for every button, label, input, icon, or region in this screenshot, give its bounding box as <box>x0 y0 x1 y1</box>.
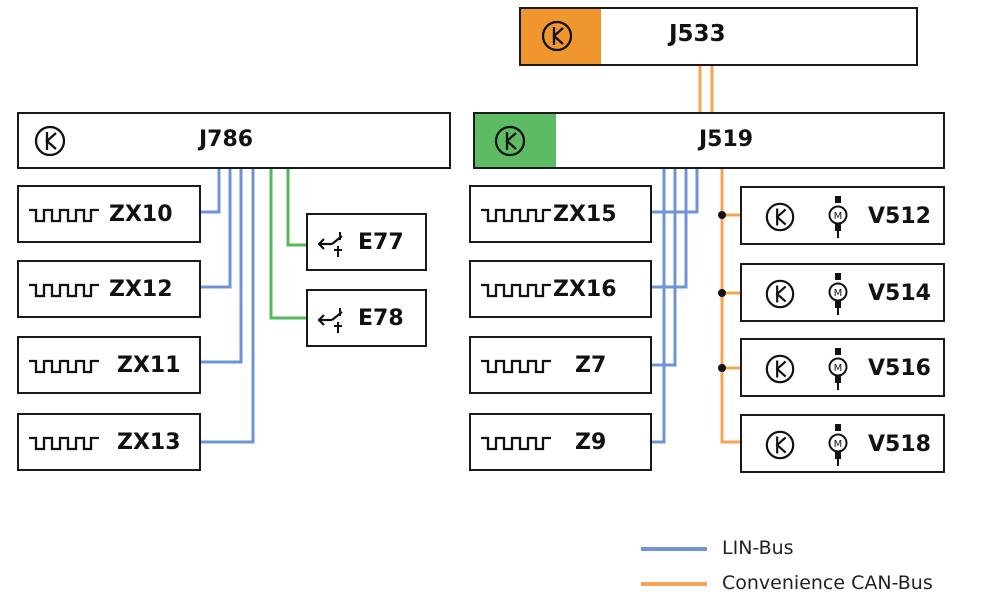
square-wave-icon <box>29 283 99 298</box>
ecu-symbol-icon <box>765 354 795 384</box>
gateway-j533-box: J533 <box>519 7 918 66</box>
motor-label-v514: V514 <box>868 281 931 306</box>
can-trunk <box>720 168 742 444</box>
motor-box-v512: M V512 <box>740 186 945 245</box>
junction-dot <box>718 364 726 372</box>
square-wave-icon <box>29 436 99 451</box>
slave-box-z9: Z9 <box>469 413 652 471</box>
slave-box-zx13: ZX13 <box>17 413 201 471</box>
motor-label-v516: V516 <box>868 356 931 381</box>
junction-dot <box>718 289 726 297</box>
slave-box-zx15: ZX15 <box>469 185 652 243</box>
square-wave-icon <box>481 208 551 223</box>
svg-text:M: M <box>834 439 843 450</box>
control-unit-j519-box: J519 <box>473 112 945 169</box>
gateway-color-block <box>521 9 601 64</box>
motor-icon: M <box>828 196 848 238</box>
slave-box-zx12: ZX12 <box>17 260 201 318</box>
slave-label-zx10: ZX10 <box>109 202 173 227</box>
wire-e78 <box>269 168 307 320</box>
slave-label-zx16: ZX16 <box>553 277 617 302</box>
control-unit-j786-box: J786 <box>17 112 451 169</box>
square-wave-icon <box>481 436 551 451</box>
ecu-symbol-icon <box>541 20 573 52</box>
motor-icon: M <box>828 424 848 466</box>
switch-box-e77: E77 <box>306 213 427 271</box>
lin-wire-z7 <box>651 168 677 367</box>
slave-label-zx15: ZX15 <box>553 202 617 227</box>
slave-box-zx16: ZX16 <box>469 260 652 318</box>
control-unit-j786-label: J786 <box>199 127 254 152</box>
ecu-symbol-icon <box>34 125 66 157</box>
motor-icon: M <box>828 348 848 390</box>
square-wave-icon <box>29 359 99 374</box>
switch-label-e77: E77 <box>358 230 404 255</box>
square-wave-icon <box>481 359 551 374</box>
legend-label-lin: LIN-Bus <box>722 537 794 559</box>
ecu-symbol-icon <box>765 202 795 232</box>
motor-box-v518: M V518 <box>740 414 945 473</box>
lin-wire-zx13 <box>200 168 255 444</box>
motor-box-v514: M V514 <box>740 263 945 322</box>
switch-box-e78: E78 <box>306 289 427 347</box>
ecu-symbol-icon <box>765 279 795 309</box>
slave-label-zx11: ZX11 <box>117 353 181 378</box>
motor-icon: M <box>828 273 848 315</box>
wire-e77 <box>286 168 307 247</box>
slave-box-zx10: ZX10 <box>17 185 201 243</box>
lin-wire-zx11 <box>200 168 243 364</box>
switch-sensor-icon <box>318 232 343 257</box>
slave-label-z9: Z9 <box>575 430 607 455</box>
junction-dot <box>718 211 726 219</box>
square-wave-icon <box>481 283 551 298</box>
gateway-label: J533 <box>669 21 726 47</box>
lin-wire-zx12 <box>200 168 232 289</box>
slave-label-zx13: ZX13 <box>117 430 181 455</box>
slave-label-zx12: ZX12 <box>109 277 173 302</box>
j519-color-block <box>475 114 556 167</box>
ecu-symbol-icon <box>494 125 526 157</box>
slave-label-z7: Z7 <box>575 353 607 378</box>
lin-wire-zx10 <box>200 168 221 214</box>
legend-label-can: Convenience CAN-Bus <box>722 572 933 594</box>
slave-box-z7: Z7 <box>469 336 652 394</box>
lin-wire-zx15 <box>651 168 699 214</box>
square-wave-icon <box>29 208 99 223</box>
ecu-symbol-icon <box>765 430 795 460</box>
motor-box-v516: M V516 <box>740 338 945 397</box>
svg-text:M: M <box>834 363 843 374</box>
switch-sensor-icon <box>318 308 343 333</box>
motor-label-v518: V518 <box>868 432 931 457</box>
svg-text:M: M <box>834 211 843 222</box>
slave-box-zx11: ZX11 <box>17 336 201 394</box>
svg-text:M: M <box>834 288 843 299</box>
lin-wire-zx16 <box>651 168 688 289</box>
switch-label-e78: E78 <box>358 306 404 331</box>
control-unit-j519-label: J519 <box>699 127 754 152</box>
lin-wire-z9 <box>651 168 666 444</box>
motor-label-v512: V512 <box>868 204 931 229</box>
